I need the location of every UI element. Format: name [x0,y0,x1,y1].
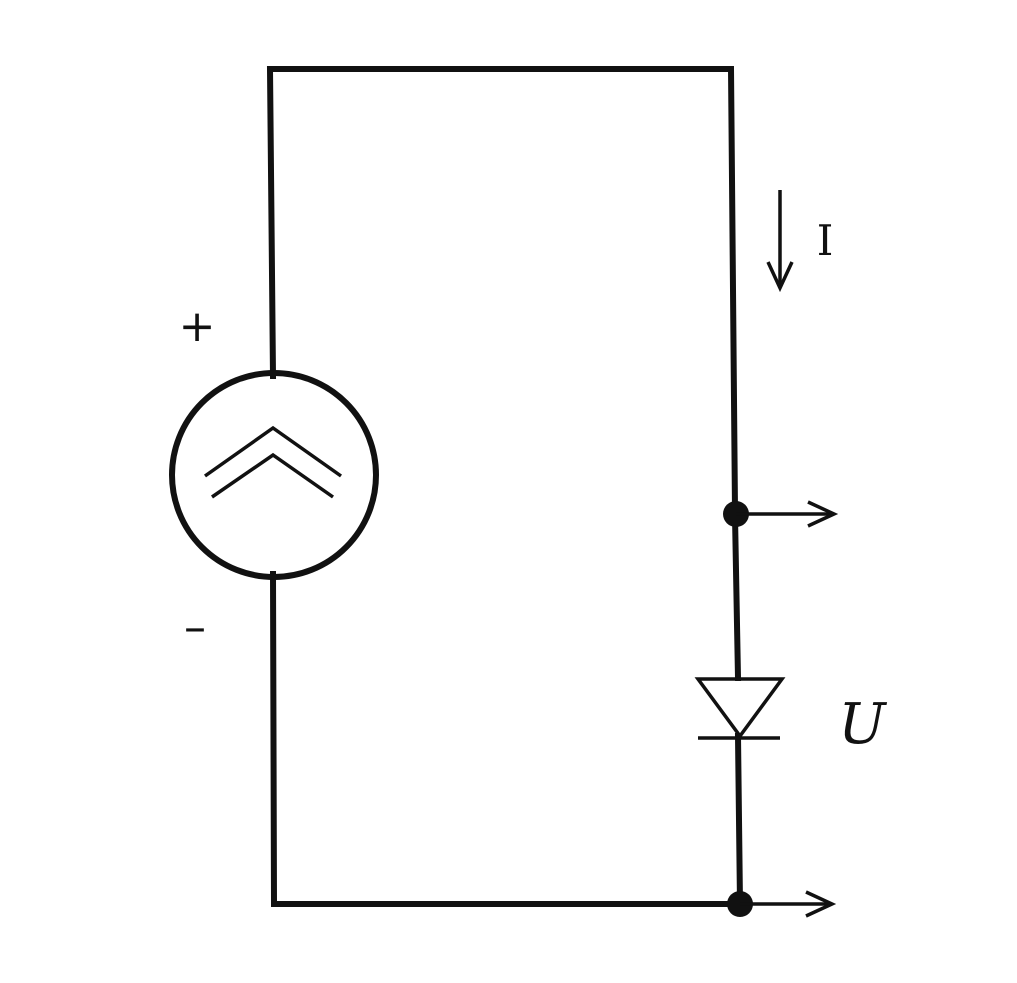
voltage-label: U [838,692,887,757]
lower-terminal [727,890,837,918]
bottom-wire [269,570,743,907]
minus-sign: – [184,602,206,653]
source-circle [169,370,379,580]
plus-sign: + [179,301,216,352]
wiring [266,66,744,908]
upper-output-arrowhead [807,500,839,528]
source-chevron-inner [211,452,335,499]
current-label: I [817,216,834,265]
current-arrow [766,190,794,293]
diode-icon [694,677,786,740]
diode-triangle [694,677,786,739]
upper-terminal [723,500,839,528]
right-wire-middle [731,512,742,682]
source-chevron-outer [203,425,343,478]
lower-output-arrowhead [805,890,837,918]
current-source-icon [169,370,379,580]
current-arrow-head [766,261,794,293]
right-wire-bottom [734,732,744,908]
left-wire-top [266,66,739,514]
